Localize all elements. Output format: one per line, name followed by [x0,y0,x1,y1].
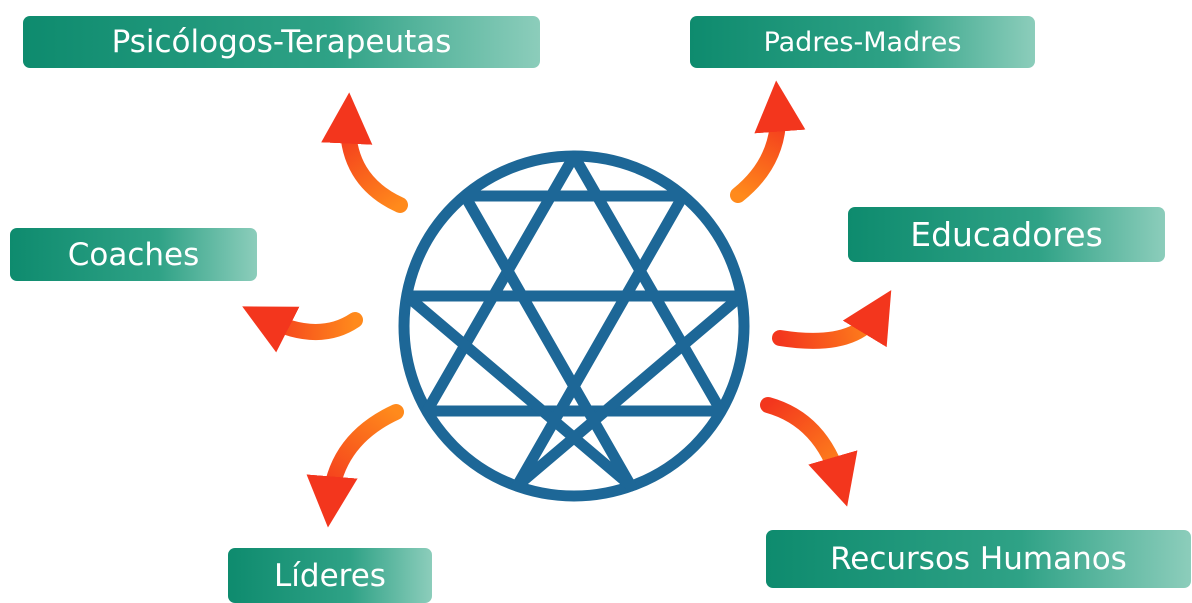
arrow-to-psicologos [321,92,408,213]
label-lideres: Líderes [274,557,386,594]
arrow-to-padres [730,80,806,203]
label-padres-madres: Padres-Madres [763,26,962,58]
arrow-to-lideres [306,404,404,528]
arrow-to-educadores [772,290,892,349]
label-boxes [10,16,1191,603]
arrow-to-recursos [760,397,858,507]
label-educadores: Educadores [910,215,1103,254]
label-recursos-humanos: Recursos Humanos [830,541,1127,577]
enneagram-icon [398,150,750,502]
arrow-to-coaches [242,306,363,353]
arrows-group [242,80,892,528]
label-coaches: Coaches [67,236,200,273]
label-psicologos-terapeutas: Psicólogos-Terapeutas [111,24,452,60]
